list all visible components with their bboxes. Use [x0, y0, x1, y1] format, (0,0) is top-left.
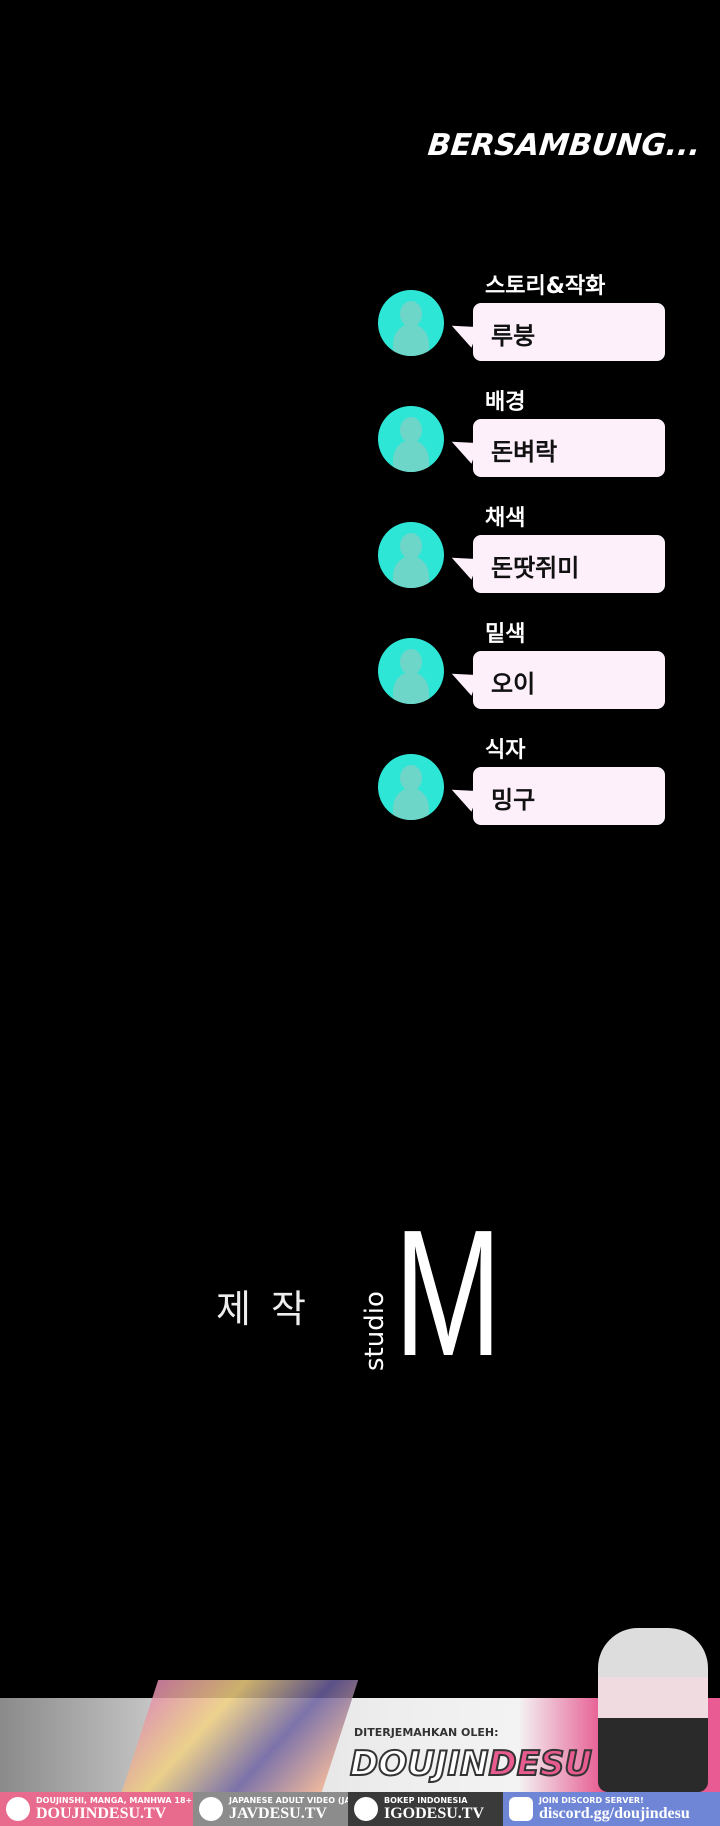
credit-name: 오이: [473, 651, 665, 709]
panda-icon: [199, 1797, 223, 1821]
production-label: 제 작: [216, 1287, 310, 1331]
credit-item: 스토리&작화 루붕: [378, 268, 678, 378]
credit-item: 배경 돈벼락: [378, 384, 678, 494]
link-discord[interactable]: JOIN DISCORD SERVER! discord.gg/doujinde…: [503, 1792, 720, 1826]
avatar-placeholder-icon: [378, 290, 444, 356]
credit-name: 루붕: [473, 303, 665, 361]
credit-role: 채색: [485, 506, 526, 531]
to-be-continued-text: BERSAMBUNG...: [426, 128, 703, 163]
credit-name: 돈땃쥐미: [473, 535, 665, 593]
logo-word: studio: [360, 1291, 390, 1371]
credit-item: 채색 돈땃쥐미: [378, 500, 678, 610]
panda-icon: [6, 1797, 30, 1821]
link-javdesu[interactable]: JAPANESE ADULT VIDEO (JAV) JAVDESU.TV: [193, 1792, 348, 1826]
doujindesu-logo: DOUJINDESU: [349, 1743, 593, 1785]
credit-role: 배경: [485, 390, 526, 415]
credit-role: 밑색: [485, 622, 526, 647]
avatar-placeholder-icon: [378, 638, 444, 704]
avatar-placeholder-icon: [378, 522, 444, 588]
avatar-placeholder-icon: [378, 406, 444, 472]
credit-name: 돈벼락: [473, 419, 665, 477]
credit-item: 식자 밍구: [378, 732, 678, 842]
logo-letter: M: [394, 1193, 502, 1394]
credit-role: 스토리&작화: [485, 274, 606, 299]
credit-role: 식자: [485, 738, 526, 763]
link-igodesu[interactable]: BOKEP INDONESIA IGODESU.TV: [348, 1792, 503, 1826]
discord-icon: [509, 1797, 533, 1821]
manga-covers-image: [121, 1680, 359, 1792]
link-doujindesu[interactable]: DOUJINSHI, MANGA, MANHWA 18+ DOUJINDESU.…: [0, 1792, 193, 1826]
avatar-placeholder-icon: [378, 754, 444, 820]
mascot-image: [598, 1628, 708, 1792]
credit-name: 밍구: [473, 767, 665, 825]
studio-m-logo: studio M: [360, 1199, 520, 1389]
panda-icon: [354, 1797, 378, 1821]
translated-by-label: DITERJEMAHKAN OLEH:: [354, 1726, 499, 1739]
credit-item: 밑색 오이: [378, 616, 678, 726]
